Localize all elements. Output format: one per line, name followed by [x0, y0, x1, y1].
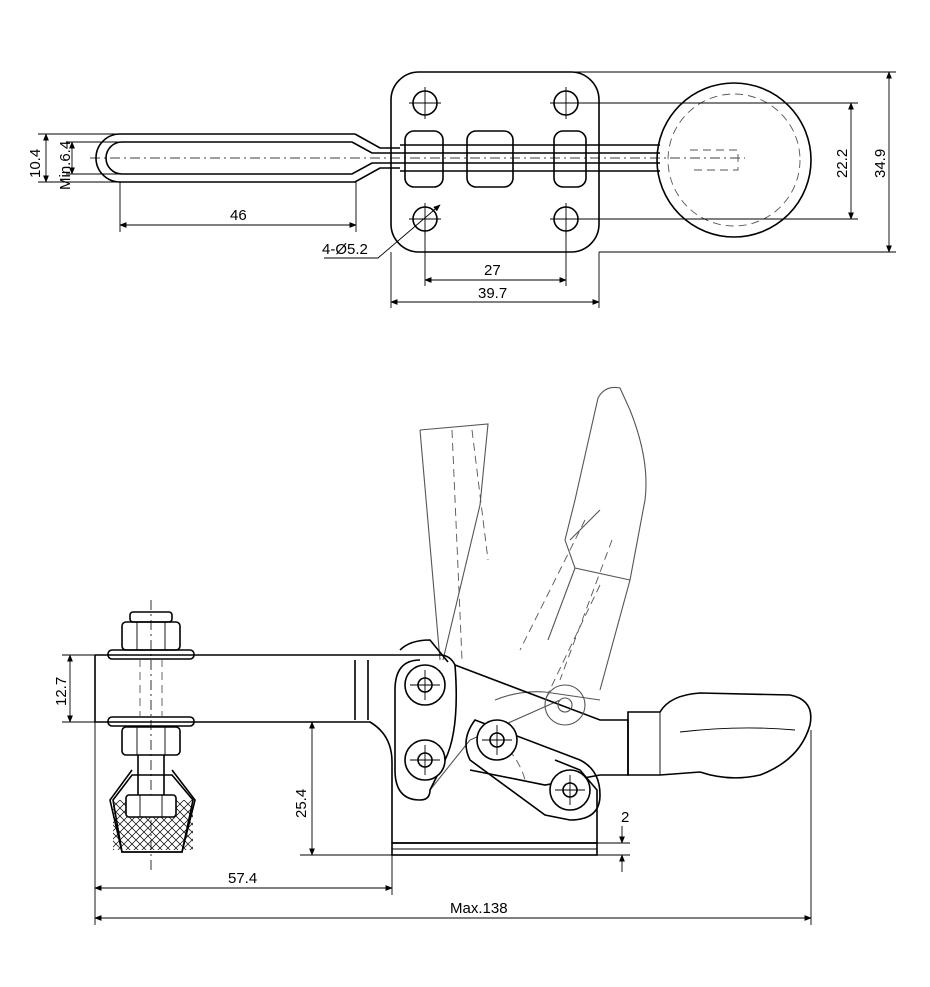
base-plate-top — [390, 71, 600, 253]
dim-bar-height-label: 25.4 — [293, 789, 310, 818]
dim-handle-length-label: 46 — [230, 207, 247, 224]
dim-hole-spacing: 27 — [424, 231, 567, 286]
dim-hole-spacing-label: 27 — [484, 262, 501, 279]
dim-slot-width-label: 10.4 — [27, 149, 44, 178]
dim-overall-length: Max.138 — [94, 730, 812, 925]
dim-base-thickness-label: 2 — [621, 809, 629, 826]
dim-hole-row-spacing: 22.2 — [578, 102, 858, 220]
dim-base-width-label: 39.7 — [478, 285, 507, 302]
dim-base-width: 39.7 — [390, 252, 600, 308]
spindle-pad-top — [656, 82, 812, 238]
handle-grip — [627, 692, 812, 779]
dim-bar-height: 25.4 — [293, 721, 392, 856]
handle-loop-top — [95, 133, 400, 183]
dim-overall-height-label: 34.9 — [872, 149, 889, 178]
side-view: 12.7 25.4 2 57.4 Max.138 — [53, 386, 812, 925]
dim-holes-label: 4-Ø5.2 — [322, 241, 368, 258]
clamp-body — [318, 721, 598, 844]
dim-min-opening-label: Min.6.4 — [57, 141, 74, 190]
dim-overall-height: 34.9 — [571, 71, 896, 253]
dim-min-opening: Min.6.4 — [57, 141, 118, 190]
spindle-assembly — [107, 600, 196, 870]
dim-holes: 4-Ø5.2 — [322, 204, 441, 259]
dim-hole-row-spacing-label: 22.2 — [834, 149, 851, 178]
linkage-top — [400, 130, 660, 188]
dim-overall-length-label: Max.138 — [450, 900, 508, 917]
pivot-links — [394, 659, 601, 821]
mounting-holes-top — [409, 87, 582, 235]
pivot-pins — [404, 664, 591, 811]
top-view: 10.4 Min.6.4 46 4-Ø5.2 27 39.7 — [27, 71, 896, 308]
dim-reach: 57.4 — [94, 722, 393, 895]
dim-handle-length: 46 — [119, 182, 357, 232]
dim-bar-thickness: 12.7 — [53, 654, 108, 723]
dim-slot-width: 10.4 — [27, 133, 118, 183]
dim-base-thickness: 2 — [597, 809, 630, 872]
dim-reach-label: 57.4 — [228, 870, 257, 887]
clamp-arm — [94, 639, 629, 786]
dim-bar-thickness-label: 12.7 — [53, 677, 70, 706]
